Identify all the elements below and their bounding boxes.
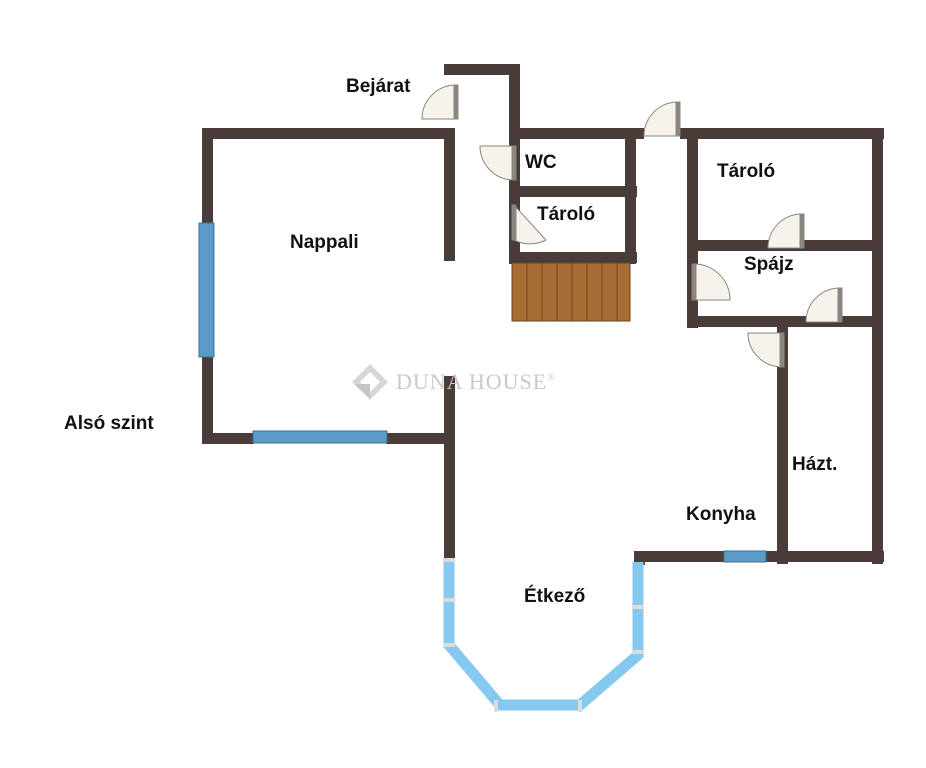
watermark-brand: DUNA HOUSE®: [396, 369, 556, 394]
wall-entrance-top: [444, 64, 520, 75]
room-label-entrance: Bejárat: [346, 76, 411, 97]
wall-right-outer: [872, 128, 883, 564]
room-label-storage-small: Tároló: [537, 204, 596, 225]
wall-kitchen-dining: [634, 551, 645, 565]
wall-top-wc: [509, 128, 637, 139]
level-label: Alsó szint: [64, 413, 154, 434]
room-label-living: Nappali: [290, 232, 359, 253]
wall-wc-right: [625, 128, 636, 264]
window-bottom: [252, 430, 388, 444]
window-left: [198, 222, 215, 358]
stairs-block: [511, 262, 631, 322]
bay-window: [443, 560, 644, 711]
room-label-pantry: Spájz: [744, 254, 794, 275]
window-kitchen: [723, 550, 767, 563]
wall-bottom-mid: [386, 433, 454, 444]
bay-window-glass: [443, 560, 644, 711]
room-label-kitchen: Konyha: [686, 504, 756, 525]
room-label-storage-large: Tároló: [717, 161, 776, 182]
wall-bottom-kitchen: [634, 551, 724, 562]
wall-bottom-right: [766, 551, 884, 562]
door-utility: [747, 332, 783, 368]
wall-left-lower: [202, 356, 213, 444]
wall-utility-left: [777, 316, 788, 564]
room-label-utility: Házt.: [792, 454, 838, 475]
wall-bottom-left: [202, 433, 254, 444]
diamond-logo-icon: [352, 364, 388, 400]
windows: [198, 222, 767, 563]
room-label-wc: WC: [525, 152, 557, 173]
bay-window-mullions: [443, 558, 644, 712]
door-pantry-left: [693, 263, 731, 301]
room-label-dining: Étkező: [524, 586, 586, 607]
door-wc: [479, 145, 515, 181]
door-entrance: [421, 84, 457, 120]
wall-storage-left: [687, 128, 698, 244]
wall-wc-storage: [509, 186, 637, 197]
door-pantry-right: [805, 287, 841, 323]
doors: [421, 84, 843, 368]
watermark: DUNA HOUSE®: [350, 362, 556, 402]
wall-left-upper: [202, 128, 213, 223]
door-top: [643, 101, 679, 137]
door-storage-large: [767, 213, 803, 249]
wall-living-dining: [444, 376, 455, 562]
wall-storage-bottom: [509, 252, 637, 263]
stairs: [511, 262, 631, 322]
wall-top-left: [202, 128, 454, 139]
wall-top-right: [680, 128, 884, 139]
wall-top-mid: [636, 128, 644, 139]
wall-living-right: [444, 128, 455, 261]
